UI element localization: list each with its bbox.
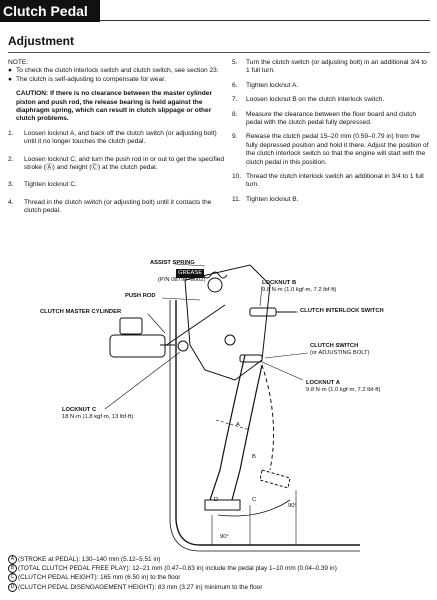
step-item: 4.Thread in the clutch switch (or adjust…	[8, 198, 212, 215]
note-heading: NOTE:	[8, 59, 29, 66]
spec-item: C(CLUTCH PEDAL HEIGHT): 165 mm (6.50 in)…	[8, 573, 433, 583]
left-column: NOTE: ●To check the clutch interlock swi…	[8, 59, 225, 222]
marker-b: B	[252, 454, 256, 460]
angle-label: 90°	[288, 503, 297, 509]
label-clutch-switch: CLUTCH SWITCH	[310, 343, 359, 349]
label-grease: GREASE	[176, 269, 205, 278]
marker-d: D	[214, 497, 219, 503]
label-locknut-a-torque: 9.8 N·m (1.0 kgf·m, 7.2 lbf·ft)	[306, 387, 381, 393]
title-underline	[100, 20, 430, 21]
step-item: 6.Tighten locknut A.	[232, 81, 299, 89]
pedal-pad	[204, 499, 241, 511]
pedal-bracket	[184, 264, 271, 381]
label-locknut-c: LOCKNUT C	[62, 407, 97, 413]
section-heading: Adjustment	[8, 34, 74, 48]
note-bullet: ●To check the clutch interlock switch an…	[8, 67, 219, 75]
step-item: 9.Release the clutch pedal 15–20 mm (0.5…	[232, 133, 429, 166]
step-item: 10.Thread the clutch interlock switch an…	[232, 173, 424, 189]
spec-item: B(TOTAL CLUTCH PEDAL FREE PLAY): 12–21 m…	[8, 564, 433, 574]
right-column: 5.Turn the clutch switch (or adjusting b…	[232, 59, 430, 210]
clutch-switch-shape	[239, 354, 263, 363]
interlock-switch-shape	[249, 307, 277, 317]
spec-list: A(STROKE at PEDAL): 130–140 mm (5.12–5.5…	[8, 555, 433, 592]
label-part-number: (P/N 08798–9002)	[158, 277, 206, 283]
label-locknut-c-torque: 18 N·m (1.8 kgf·m, 13 lbf·ft)	[62, 414, 134, 420]
marker-a: A	[236, 422, 240, 428]
caution-text: CAUTION: If there is no clearance betwee…	[16, 90, 213, 123]
step-item: 2.Loosen locknut C, and turn the push ro…	[8, 155, 225, 172]
step-item: 8.Measure the clearance between the floo…	[232, 110, 417, 127]
label-assist-spring: ASSIST SPRING	[150, 260, 195, 266]
floor-board	[175, 300, 360, 546]
angle-label: 90°	[220, 534, 229, 540]
step-item: 5.Turn the clutch switch (or adjusting b…	[232, 59, 427, 75]
spec-item: D(CLUTCH PEDAL DISENGAGEMENT HEIGHT): 83…	[8, 582, 433, 592]
label-interlock-switch: CLUTCH INTERLOCK SWITCH	[300, 308, 384, 314]
label-locknut-a: LOCKNUT A	[306, 380, 340, 386]
pedal-arm	[209, 354, 263, 501]
label-locknut-b: LOCKNUT B	[262, 280, 297, 286]
label-locknut-b-torque: 9.8 N·m (1.0 kgf·m, 7.2 lbf·ft)	[262, 287, 337, 293]
step-item: 3.Tighten locknut C.	[8, 181, 77, 189]
spec-item: A(STROKE at PEDAL): 130–140 mm (5.12–5.5…	[8, 555, 433, 564]
marker-c: C	[252, 497, 257, 503]
note-bullet: ●The clutch is self-adjusting to compens…	[8, 75, 166, 83]
label-adjusting-bolt: (or ADJUSTING BOLT)	[310, 350, 370, 356]
push-rod	[164, 304, 226, 347]
page-title: Clutch Pedal	[0, 0, 100, 22]
step-item: 11.Tighten locknut B.	[232, 195, 299, 203]
step-item: 1.Loosen locknut A, and back off the clu…	[8, 129, 217, 146]
label-push-rod: PUSH ROD	[125, 293, 156, 299]
label-master-cylinder: CLUTCH MASTER CYLINDER	[40, 309, 122, 315]
locknut-c-shape	[177, 340, 189, 352]
section-divider	[8, 52, 430, 53]
step-item: 7.Loosen locknut B on the clutch interlo…	[232, 96, 385, 104]
master-cylinder	[109, 334, 166, 358]
